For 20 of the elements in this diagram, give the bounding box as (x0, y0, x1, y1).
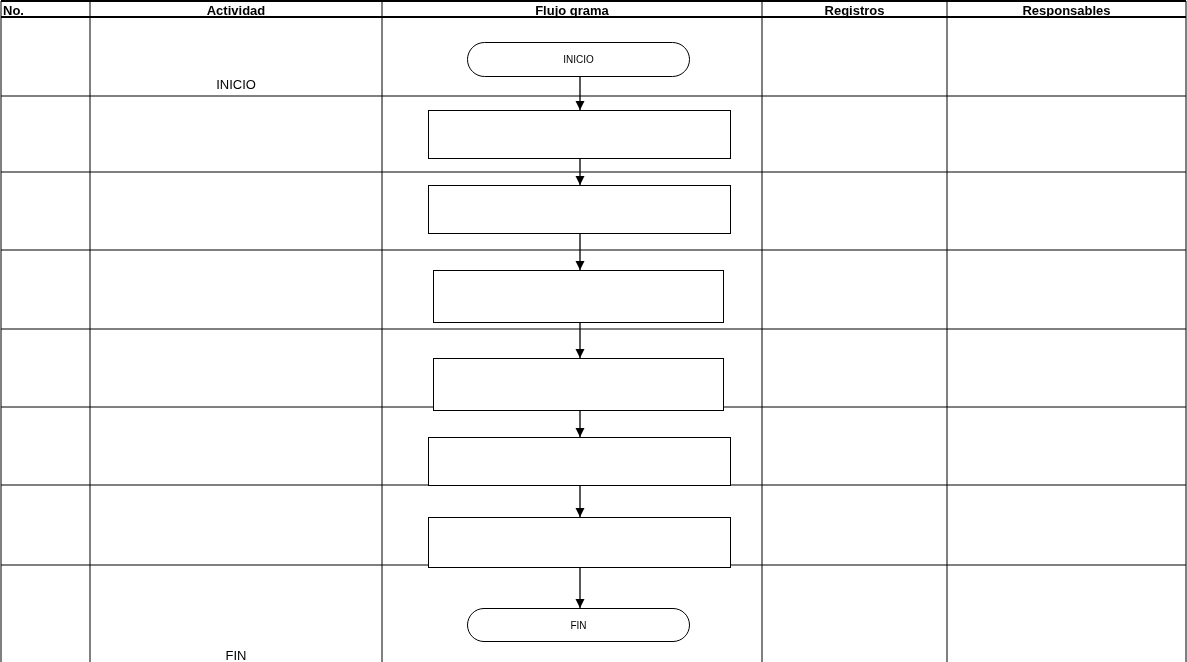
column-header: Responsables (1022, 3, 1111, 18)
column-header: No. (3, 3, 24, 18)
column-header: Actividad (206, 3, 266, 18)
column-header: Registros (824, 3, 885, 18)
arrow (575, 76, 585, 111)
column-header: Flujo grama (535, 3, 609, 18)
arrow (575, 567, 585, 609)
process-box (428, 110, 731, 159)
arrow (575, 233, 585, 271)
activity-text: FIN (225, 648, 247, 662)
arrow (575, 485, 585, 518)
process-box (433, 270, 724, 323)
process-box (428, 517, 731, 568)
arrow (575, 322, 585, 359)
process-box (433, 358, 724, 411)
process-box (428, 437, 731, 486)
arrow (575, 158, 585, 186)
process-box (428, 185, 731, 234)
activity-text: INICIO (216, 77, 256, 92)
arrow (575, 410, 585, 438)
